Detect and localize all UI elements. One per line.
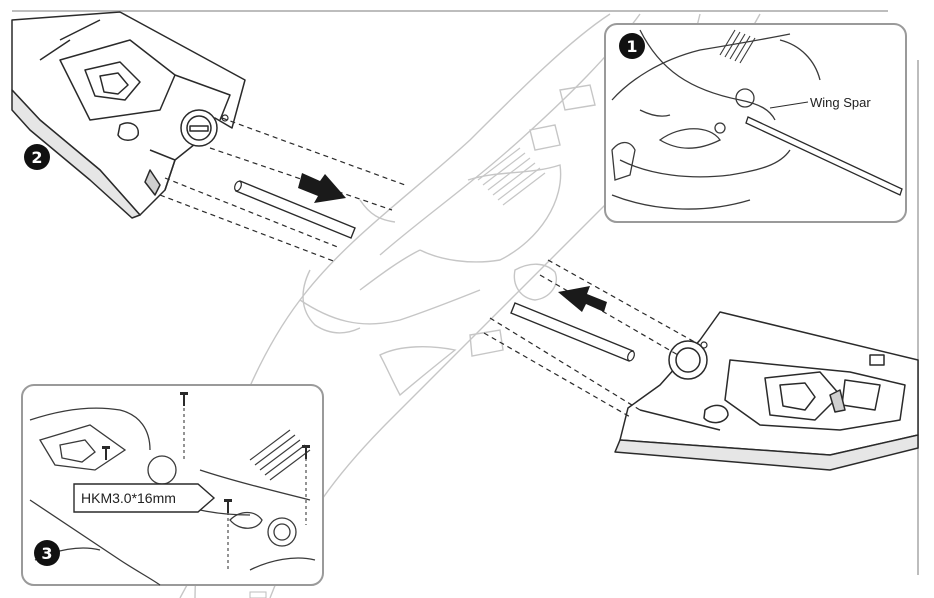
- step-badge-1: 1: [619, 33, 645, 59]
- page-frame: [12, 10, 919, 575]
- wing-spar-leader: [769, 101, 809, 109]
- screw-callout: [73, 483, 216, 513]
- fuselage-vent: [477, 147, 546, 206]
- right-guide-lines: [483, 259, 701, 419]
- right-insert-arrow: [558, 286, 607, 312]
- screw-callout-label: HKM3.0*16mm: [81, 490, 176, 506]
- right-wing-spar: [510, 302, 635, 362]
- left-insert-arrow: [298, 173, 346, 203]
- wing-spar-label: Wing Spar: [810, 95, 871, 110]
- step-badge-3: 3: [34, 540, 60, 566]
- left-guide-lines: [159, 117, 406, 263]
- left-wing-panel: [11, 11, 246, 219]
- step-badge-2-number: 2: [31, 148, 42, 167]
- right-wing-panel: [614, 311, 919, 471]
- left-wing-spar: [234, 180, 356, 239]
- detail-panel-1: [604, 23, 907, 223]
- spar-detail-rod: [745, 116, 903, 196]
- step-badge-3-number: 3: [41, 544, 52, 563]
- step-badge-2: 2: [24, 144, 50, 170]
- right-wing-pin: [700, 341, 708, 349]
- screw-icon: [102, 392, 310, 513]
- page-marker: [249, 591, 267, 598]
- step-badge-1-number: 1: [626, 37, 637, 56]
